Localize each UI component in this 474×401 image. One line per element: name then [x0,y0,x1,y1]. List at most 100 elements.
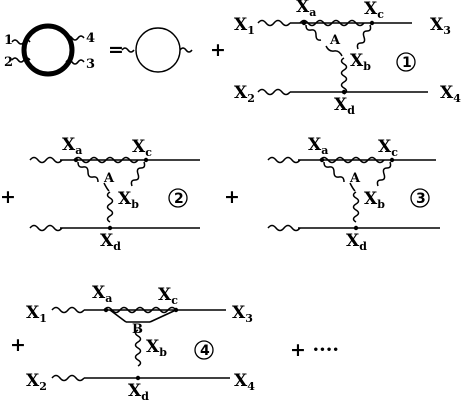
d1-label-xc: Xc [364,0,384,21]
full-four-point-function: 1 2 4 3 [4,23,95,77]
d4-label-x3: X3 [232,303,253,325]
d1-propagator-b-to-d [340,57,348,95]
leg-3-line [65,59,85,65]
d1-vertex-xd [341,89,347,95]
d3-index-circle [410,188,430,208]
d4-index-number: 4 [200,343,210,359]
d2-label-xa: Xa [62,135,82,157]
d1-in-line-top [257,19,291,27]
d1-label-x2: X2 [234,83,255,105]
d4-propagator-B-to-b [134,329,142,367]
d3-index-number: 3 [416,191,426,207]
d2-propagator-A-to-b [103,182,110,192]
plus-sign-row2-mid: + [224,186,240,208]
d1-propagator-A-to-b [325,45,343,57]
leg-1-line [11,39,31,45]
free-propagator-blob [121,27,193,73]
d3-label-xd: Xd [346,231,367,253]
d1-propagator-a-to-A [305,24,322,41]
diagram-1: X1 X2 X3 X4 Xa Xc Xb Xd A 1 [234,0,461,117]
d2-vertex-xd [107,225,113,231]
d2-propagator-c-to-A [130,161,146,187]
d2-index-number: 2 [174,191,184,207]
d2-label-xc: Xc [132,137,152,159]
d1-label-xd: Xd [334,95,355,117]
d2-vertex-xa [73,157,79,163]
d1-label-x3: X3 [430,15,451,37]
d3-propagator-A-to-b [349,182,356,192]
d2-label-xd: Xd [100,231,121,253]
d4-label-x4: X4 [234,371,255,393]
d3-propagator-c-to-A [376,161,392,187]
d2-in-line-top [29,156,63,164]
d3-vertex-xd [353,225,359,231]
d4-label-x2: X2 [26,371,47,393]
leg-2-line [11,57,31,63]
d1-top-wavy-segment [299,19,365,27]
d2-propagator-b-to-d [106,191,114,223]
d3-propagator-b-to-d [352,191,360,223]
d4-vertex-xa [103,307,109,313]
d4-vertex-xc [173,307,179,313]
series-continuation: + ···· [290,339,339,361]
d4-solid-c-to-B [149,309,177,323]
d3-vertex-A-label: A [349,171,361,186]
d4-in-line-bottom [51,374,85,382]
d4-solid-a-to-B [109,309,127,323]
d4-label-xd: Xd [128,381,149,401]
d1-index-circle [396,52,416,72]
d1-label-x4: X4 [440,83,461,105]
plus-sign-row2-left: + [0,186,16,208]
d1-vertex-A-label: A [329,33,341,48]
plus-sign-row3-left: + [10,334,26,356]
d3-in-line-top [267,156,301,164]
d4-label-xa: Xa [92,283,112,305]
d3-vertex-xc [389,157,395,163]
d1-label-xa: Xa [296,0,316,19]
d4-label-xc: Xc [158,285,178,307]
d1-vertex-xa [301,20,307,26]
d1-propagator-c-to-A [356,24,372,50]
thin-blob [135,27,181,73]
d3-vertex-xa [319,157,325,163]
leg-4-line [65,35,85,41]
d1-label-x1: X1 [234,15,255,37]
d2-index-circle [168,188,188,208]
d4-vertex-xd [135,375,141,381]
leg-1-label: 1 [4,33,13,48]
d3-label-xa: Xa [308,135,328,157]
d2-top-wavy-segment [73,156,139,164]
diagram-3: Xa Xc Xb Xd A 3 [267,135,440,253]
d4-in-line-top [51,306,85,314]
d4-label-x1: X1 [26,303,47,325]
d4-label-xb: Xb [146,337,167,359]
d2-vertex-xc [143,157,149,163]
leg-2-label: 2 [4,55,13,70]
d3-in-line-bottom [267,224,301,232]
thick-blob [21,23,75,77]
d1-vertex-xc [369,20,375,26]
plus-sign-1: + [210,39,226,61]
leg-4-label: 4 [86,31,95,46]
diagram-2: Xa Xc Xb Xd A 2 [29,135,200,253]
d4-vertex-B-label: B [132,322,143,337]
d1-in-line-bottom [257,88,291,96]
free-leg-right [179,47,193,53]
diagram-4: X1 X2 X3 X4 Xa Xc Xb Xd B 4 [26,283,255,401]
d4-index-circle [194,340,214,360]
d2-in-line-bottom [29,224,63,232]
d3-label-xb: Xb [364,189,385,211]
d2-propagator-a-to-A [77,161,99,183]
free-leg-left [121,47,135,53]
d4-top-wavy-segment [103,306,177,314]
leg-3-label: 3 [86,57,95,72]
d3-label-xc: Xc [378,137,398,159]
d2-label-xb: Xb [118,189,139,211]
d1-index-number: 1 [402,55,412,71]
d3-propagator-a-to-A [323,161,345,183]
d2-vertex-A-label: A [103,171,115,186]
equals-sign: = [108,39,124,61]
d3-top-wavy-segment [319,156,385,164]
d1-label-xb: Xb [350,51,371,73]
